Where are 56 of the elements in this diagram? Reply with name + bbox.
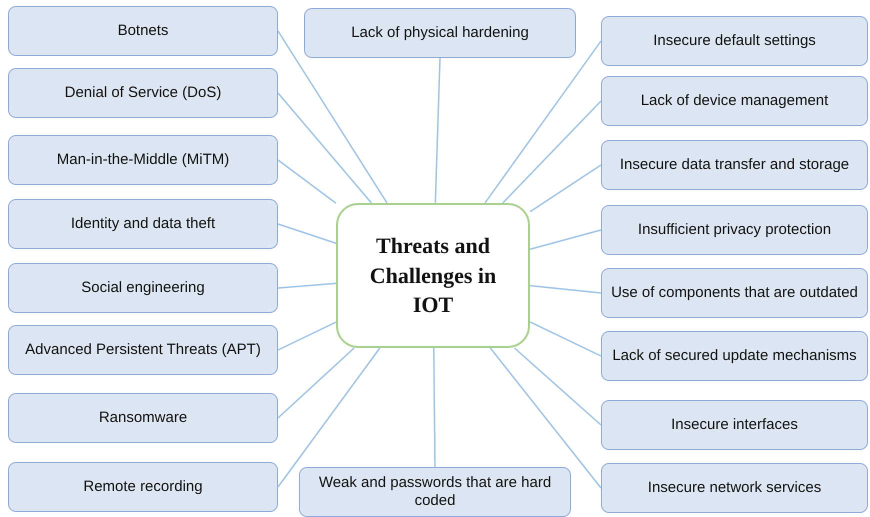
connector-line [278,223,336,244]
connector-line [484,40,602,204]
topic-text: Lack of device management [640,92,828,110]
topic-text: Insecure default settings [653,32,816,50]
topic-box [8,6,278,56]
topic-box [601,400,868,450]
topic-text: Ransomware [98,409,188,427]
topic-text: Identity and data theft [70,215,216,233]
topic-box [8,325,278,375]
topic-box [8,135,278,185]
topic-box [601,268,868,318]
topic-box [601,76,868,126]
topic-text: Botnets [118,22,168,40]
connector-line [530,321,602,357]
topic-text: Lack of physical hardening [351,24,529,42]
connector-line [277,92,372,204]
topic-box [601,140,868,190]
topic-box [8,462,278,512]
connector-line [277,30,388,204]
topic-text: Social engineering [81,279,205,297]
topic-text: Man-in-the-Middle (MiTM) [56,151,230,169]
connector-line [278,159,336,204]
topic-text: Insecure network services [648,479,822,497]
topic-text: Insecure interfaces [671,416,798,434]
topic-text: Weak and passwords that are hard coded [318,474,552,510]
central-topic-text: Threats and Challenges in IOT [368,232,498,320]
connector-line [277,348,380,488]
topic-text: Advanced Persistent Threats (APT) [25,341,261,359]
topic-box [601,205,868,255]
topic-box [299,467,571,517]
connector-line [433,348,436,467]
connector-line [278,282,336,289]
topic-text: Use of components that are outdated [611,284,858,302]
connector-line [434,58,441,204]
connector-line [278,321,336,351]
topic-text: Denial of Service (DoS) [64,84,222,102]
topic-box [601,331,868,381]
topic-text: Remote recording [83,478,203,496]
connector-line [514,347,602,426]
connector-line [490,348,602,488]
topic-box [304,8,576,58]
topic-box [8,393,278,443]
topic-text: Insufficient privacy protection [638,221,832,239]
connector-line [278,347,355,419]
topic-box [8,263,278,313]
connector-line [530,164,602,212]
topic-text: Insecure data transfer and storage [620,156,850,174]
central-topic-box [336,203,530,348]
topic-box [8,199,278,249]
topic-box [8,68,278,118]
connector-line [530,284,602,294]
topic-box [601,463,868,513]
connector-line [530,229,602,250]
connector-line [502,100,602,204]
topic-box [601,16,868,66]
topic-text: Lack of secured update mechanisms [612,347,857,365]
